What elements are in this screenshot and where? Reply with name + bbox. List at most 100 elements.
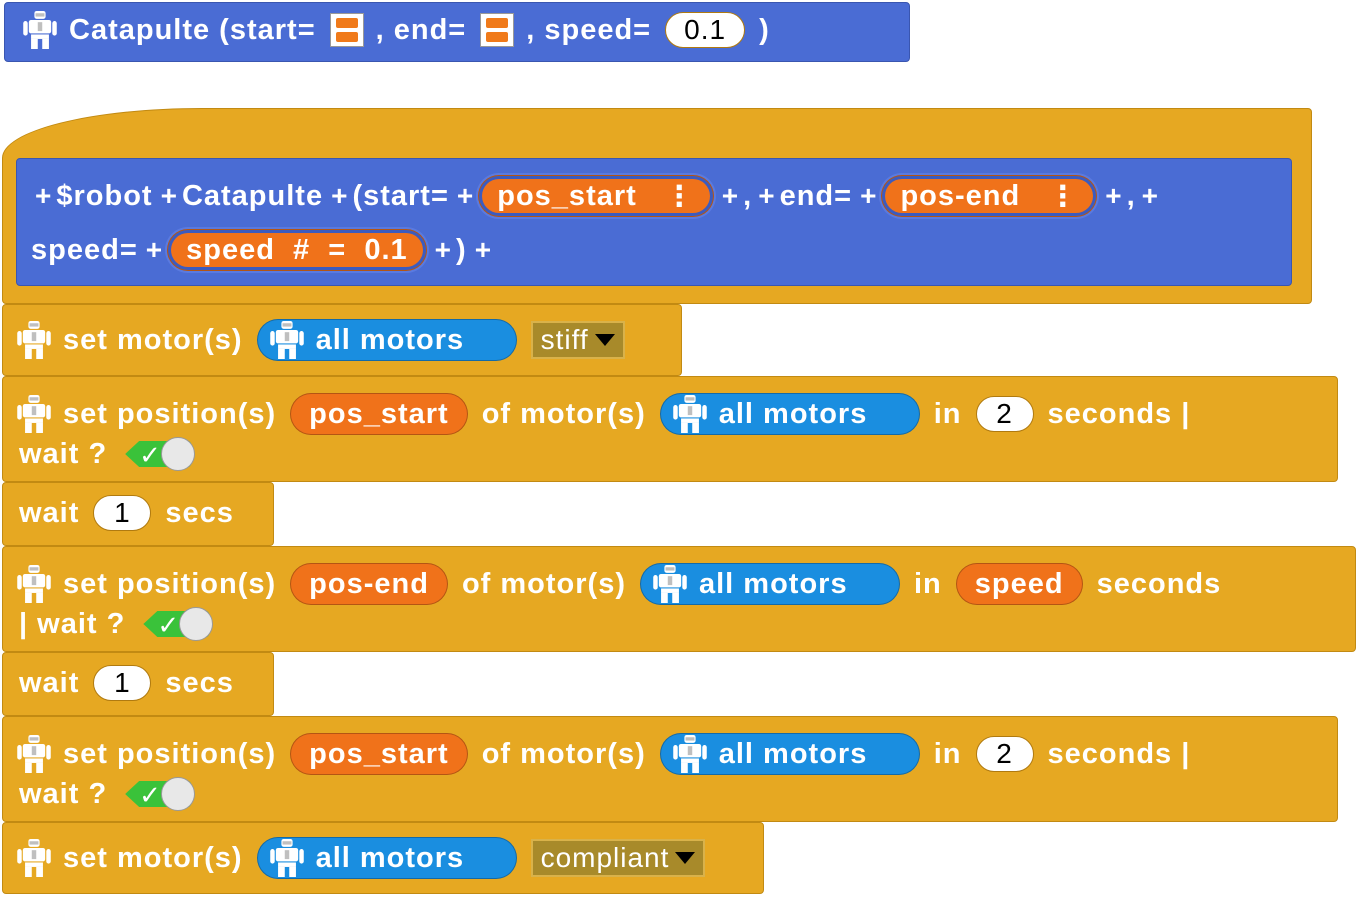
robot-icon (17, 321, 51, 359)
param-label: pos_start (497, 179, 637, 212)
motors-label: all motors (718, 397, 868, 430)
wait-label: | wait ? (19, 607, 126, 640)
check-icon: ✓ (139, 440, 162, 470)
motors-label: all motors (315, 841, 465, 874)
add-input-plus[interactable]: + (456, 180, 475, 211)
wait-seconds-input[interactable]: 1 (93, 665, 152, 701)
block-name: Catapulte (181, 179, 324, 212)
check-icon: ✓ (139, 780, 162, 810)
motors-label: all motors (315, 323, 465, 356)
end-label: end= (779, 179, 853, 212)
duration-input[interactable]: 2 (975, 396, 1034, 432)
add-input-plus[interactable]: + (860, 180, 878, 211)
wait-label: wait ? (19, 777, 108, 810)
param-label: pos-end (900, 179, 1021, 212)
wait-toggle[interactable]: ✓ (125, 437, 196, 471)
all-motors-reporter[interactable]: all motors (639, 563, 900, 605)
secs-label: secs (165, 496, 234, 529)
wait-block[interactable]: wait 1 secs (2, 652, 274, 716)
robot-icon (673, 395, 707, 433)
of-motors-label: of motor(s) (481, 397, 646, 430)
dropdown-arrow-icon (594, 334, 615, 346)
prototype-end-label: , end= (375, 13, 467, 46)
wait-toggle[interactable]: ✓ (125, 777, 196, 811)
add-input-plus[interactable]: + (331, 180, 349, 211)
close-paren: ) (456, 233, 467, 266)
check-icon: ✓ (157, 610, 181, 640)
robot-icon (17, 565, 51, 603)
comma-label: , (1126, 179, 1136, 212)
pos-end-variable[interactable]: pos-end (290, 563, 448, 605)
dropdown-value: compliant (540, 842, 670, 873)
duration-input[interactable]: 2 (975, 736, 1034, 772)
in-label: in (933, 737, 962, 770)
seconds-label: seconds | (1047, 737, 1191, 770)
prototype-title: Catapulte (start= (69, 13, 316, 46)
compliance-dropdown[interactable]: stiff (530, 321, 625, 359)
robot-icon (17, 839, 51, 877)
robot-icon (673, 735, 707, 773)
start-label: (start= (352, 179, 449, 212)
set-position-block[interactable]: set position(s) pos_start of motor(s) al… (2, 716, 1338, 822)
set-position-block[interactable]: set position(s) pos_start of motor(s) al… (2, 376, 1338, 482)
set-motor-block[interactable]: set motor(s) all motors stiff (2, 304, 682, 376)
robot-icon (23, 11, 57, 49)
robot-icon (653, 565, 687, 603)
wait-label: wait (19, 496, 80, 529)
block-label: set position(s) (63, 397, 277, 430)
set-position-block[interactable]: set position(s) pos-end of motor(s) all … (2, 546, 1356, 652)
wait-label: wait ? (19, 437, 108, 470)
of-motors-label: of motor(s) (461, 567, 626, 600)
robot-icon (270, 839, 304, 877)
motors-label: all motors (698, 567, 848, 600)
robot-label: $robot (56, 179, 153, 212)
menu-dots-icon: ⋮ (664, 180, 695, 213)
menu-dots-icon: ⋮ (1048, 180, 1079, 213)
all-motors-reporter[interactable]: all motors (659, 393, 920, 435)
in-label: in (913, 567, 942, 600)
robot-icon (17, 735, 51, 773)
all-motors-reporter[interactable]: all motors (256, 319, 517, 361)
definition-prototype[interactable]: + $robot + Catapulte + (start= + pos_sta… (16, 158, 1292, 286)
compliance-dropdown[interactable]: compliant (530, 839, 706, 877)
param-pos-start[interactable]: pos_start ⋮ (478, 175, 714, 217)
list-slot-end[interactable] (480, 13, 515, 47)
comma-label: , (743, 179, 753, 212)
add-input-plus[interactable]: + (160, 180, 178, 211)
seconds-label: seconds | (1047, 397, 1191, 430)
list-slot-start[interactable] (329, 13, 364, 47)
add-input-plus[interactable]: + (758, 180, 776, 211)
of-motors-label: of motor(s) (481, 737, 646, 770)
add-input-plus[interactable]: + (474, 234, 493, 265)
add-input-plus[interactable]: + (721, 180, 740, 211)
add-input-plus[interactable]: + (1141, 180, 1159, 211)
add-input-plus[interactable]: + (434, 234, 453, 265)
custom-block-prototype[interactable]: Catapulte (start= , end= , speed= 0.1 ) (4, 2, 910, 62)
add-input-plus[interactable]: + (35, 180, 53, 211)
motors-label: all motors (718, 737, 868, 770)
dropdown-value: stiff (540, 324, 589, 355)
in-label: in (933, 397, 962, 430)
add-input-plus[interactable]: + (1105, 180, 1123, 211)
all-motors-reporter[interactable]: all motors (256, 837, 517, 879)
pos-start-variable[interactable]: pos_start (290, 733, 468, 775)
param-speed[interactable]: speed # = 0.1 (167, 229, 427, 271)
prototype-close: ) (759, 13, 770, 46)
seconds-label: seconds (1096, 567, 1222, 600)
wait-seconds-input[interactable]: 1 (93, 495, 152, 531)
block-label: set motor(s) (63, 323, 243, 356)
all-motors-reporter[interactable]: all motors (659, 733, 920, 775)
secs-label: secs (165, 666, 234, 699)
speed-variable[interactable]: speed (955, 563, 1083, 605)
wait-label: wait (19, 666, 80, 699)
wait-toggle[interactable]: ✓ (143, 607, 214, 641)
robot-icon (17, 395, 51, 433)
param-pos-end[interactable]: pos-end ⋮ (881, 175, 1098, 217)
pos-start-variable[interactable]: pos_start (290, 393, 468, 435)
block-label: set position(s) (63, 567, 277, 600)
speed-input[interactable]: 0.1 (665, 12, 746, 48)
add-input-plus[interactable]: + (145, 234, 164, 265)
set-motor-block[interactable]: set motor(s) all motors compliant (2, 822, 764, 894)
dropdown-arrow-icon (675, 852, 696, 864)
wait-block[interactable]: wait 1 secs (2, 482, 274, 546)
